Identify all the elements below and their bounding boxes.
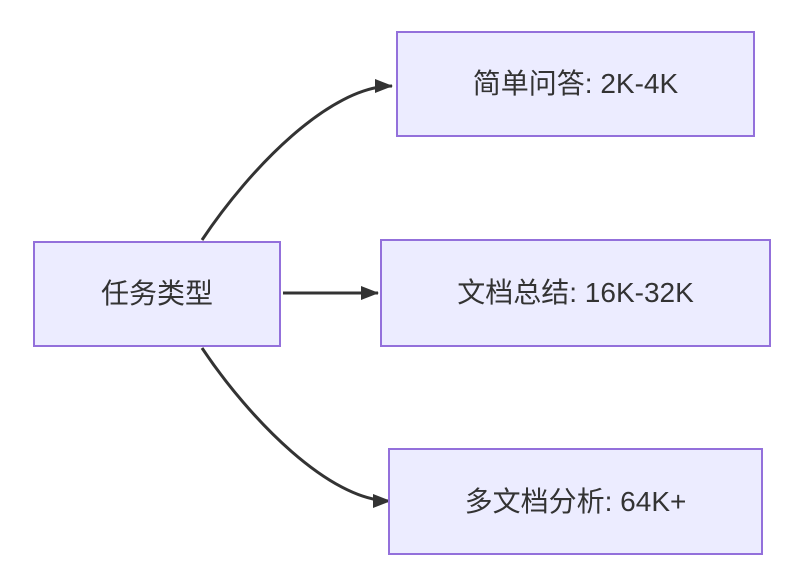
node-task-type-label: 任务类型: [100, 278, 213, 310]
node-doc-summary: 文档总结: 16K-32K: [380, 239, 771, 347]
node-simple-qa: 简单问答: 2K-4K: [396, 31, 755, 137]
node-multi-doc-analysis: 多文档分析: 64K+: [388, 448, 763, 555]
node-task-type: 任务类型: [33, 241, 281, 347]
edge-task-type-to-multi-doc-analysis: [200, 347, 391, 508]
node-doc-summary-label: 文档总结: 16K-32K: [457, 277, 694, 309]
edge-task-type-to-simple-qa: [200, 79, 393, 241]
node-multi-doc-analysis-label: 多文档分析: 64K+: [464, 485, 687, 517]
node-simple-qa-label: 简单问答: 2K-4K: [472, 68, 679, 100]
